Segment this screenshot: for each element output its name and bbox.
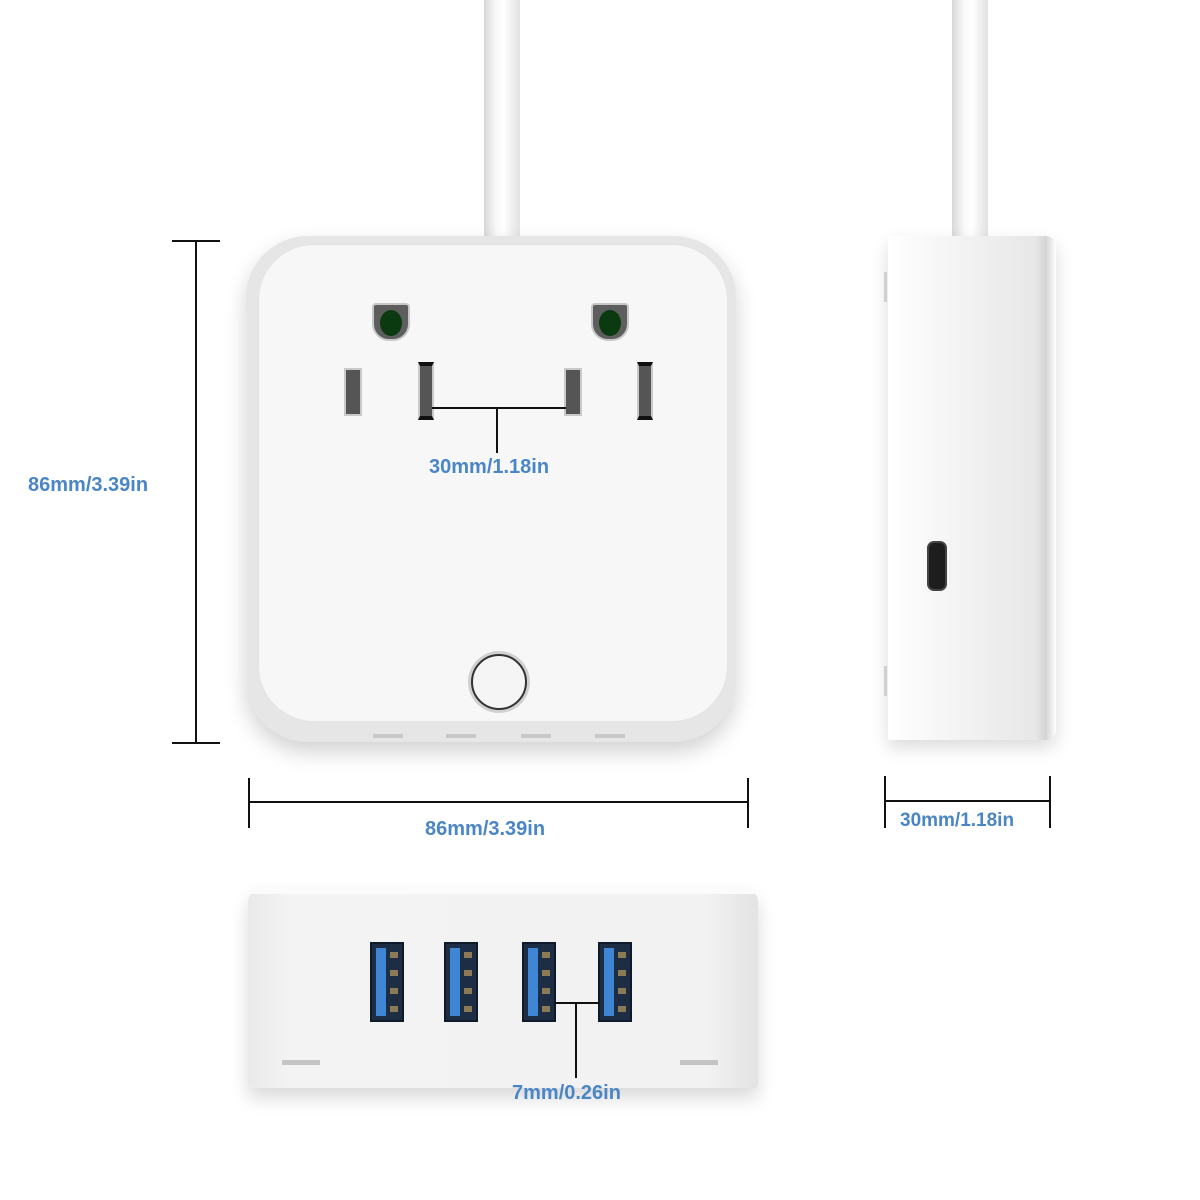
bottom-housing bbox=[248, 888, 758, 1088]
usb-a-port-2 bbox=[444, 942, 478, 1022]
usb-pin bbox=[542, 988, 550, 994]
bottom-housing-top-edge bbox=[250, 886, 756, 894]
usb-spacing-leader bbox=[575, 1002, 577, 1078]
usb-spacing-line bbox=[554, 1002, 600, 1004]
outlet-spacing-leader bbox=[496, 407, 498, 453]
width-dimension-line bbox=[248, 801, 748, 803]
width-dimension-right-cap bbox=[747, 778, 749, 828]
outlet-spacing-label: 30mm/1.18in bbox=[429, 456, 550, 478]
usb-a-tongue bbox=[528, 948, 538, 1016]
usb-spacing-label: 7mm/0.26in bbox=[512, 1082, 621, 1104]
usb-pin bbox=[618, 970, 626, 976]
height-dimension-line bbox=[195, 240, 197, 744]
usb-pin bbox=[542, 952, 550, 958]
outlet-left-neutral-slot bbox=[344, 368, 362, 416]
vent-slot-1 bbox=[373, 734, 403, 738]
outlet-left-ground-hole bbox=[372, 303, 410, 341]
usb-c-port bbox=[927, 541, 947, 591]
width-label: 86mm/3.39in bbox=[425, 818, 546, 840]
vent-slot-4 bbox=[595, 734, 625, 738]
usb-a-tongue bbox=[604, 948, 614, 1016]
usb-a-port-3 bbox=[522, 942, 556, 1022]
foot-left bbox=[282, 1060, 320, 1065]
side-edge-tick-top bbox=[884, 272, 887, 302]
usb-pin bbox=[618, 988, 626, 994]
width-dimension-left-cap bbox=[248, 778, 250, 828]
usb-pin bbox=[618, 952, 626, 958]
side-edge-tick-bottom bbox=[884, 666, 887, 696]
usb-pin bbox=[464, 952, 472, 958]
usb-a-port-4 bbox=[598, 942, 632, 1022]
usb-pin bbox=[390, 1006, 398, 1012]
usb-pin bbox=[464, 988, 472, 994]
usb-pin bbox=[542, 1006, 550, 1012]
usb-a-tongue bbox=[376, 948, 386, 1016]
usb-a-port-1 bbox=[370, 942, 404, 1022]
usb-pin bbox=[618, 1006, 626, 1012]
outlet-spacing-line bbox=[432, 407, 566, 409]
side-housing bbox=[888, 236, 1056, 740]
depth-label: 30mm/1.18in bbox=[900, 810, 1015, 831]
vent-slot-2 bbox=[446, 734, 476, 738]
usb-pin bbox=[390, 988, 398, 994]
outlet-right-ground-hole bbox=[591, 303, 629, 341]
foot-right bbox=[680, 1060, 718, 1065]
usb-pin bbox=[464, 970, 472, 976]
usb-pin bbox=[464, 1006, 472, 1012]
usb-pin bbox=[390, 952, 398, 958]
usb-pin bbox=[390, 970, 398, 976]
depth-dimension-line bbox=[884, 800, 1050, 802]
depth-dimension-left-cap bbox=[884, 776, 886, 828]
height-label: 86mm/3.39in bbox=[28, 474, 149, 496]
side-power-cord bbox=[952, 0, 988, 244]
usb-a-tongue bbox=[450, 948, 460, 1016]
vent-slot-3 bbox=[521, 734, 551, 738]
height-dimension-bottom-cap bbox=[172, 742, 220, 744]
front-power-cord bbox=[484, 0, 520, 246]
outlet-left-hot-slot bbox=[418, 362, 434, 420]
depth-dimension-right-cap bbox=[1049, 776, 1051, 828]
outlet-right-hot-slot bbox=[637, 362, 653, 420]
power-button[interactable] bbox=[471, 654, 527, 710]
usb-pin bbox=[542, 970, 550, 976]
outlet-right-neutral-slot bbox=[564, 368, 582, 416]
front-face-plate bbox=[258, 244, 728, 722]
